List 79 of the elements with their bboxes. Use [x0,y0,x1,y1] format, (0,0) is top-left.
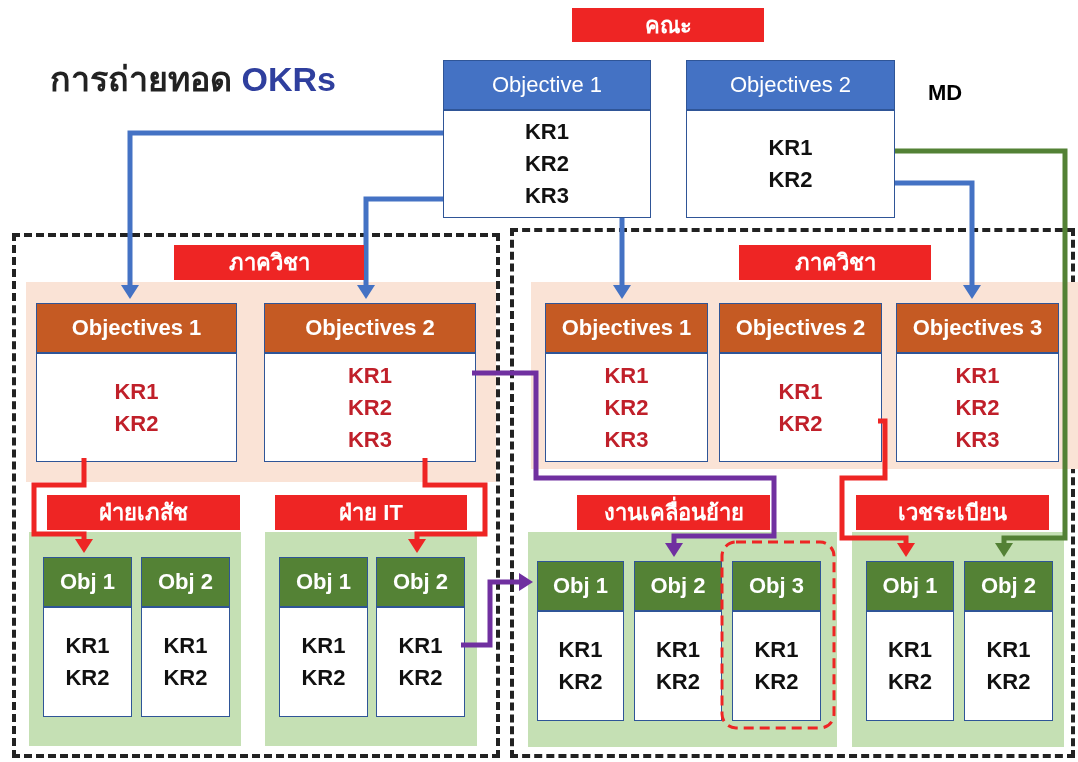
objective-header: Obj 1 [43,557,132,607]
key-result-label: KR2 [986,668,1031,696]
key-result-label: KR2 [768,166,813,194]
key-result-label: KR2 [955,393,1000,422]
key-result-label: KR1 [604,361,649,390]
objective-header: Obj 2 [376,557,465,607]
key-result-label: KR2 [525,150,569,178]
key-result-label: KR1 [65,632,110,660]
connector-arrow [357,196,443,299]
page-title: การถ่ายทอด OKRs [50,59,336,100]
objective-header: Obj 1 [537,561,624,611]
key-result-label: KR2 [656,668,700,696]
connector-arrow [31,458,93,553]
key-result-label: KR2 [163,664,208,692]
objective-header: Obj 2 [141,557,230,607]
objective-header: Objectives 3 [896,303,1059,353]
objective-header: Objectives 2 [686,60,895,110]
connector-arrow [408,458,488,553]
objective-header: Obj 2 [964,561,1053,611]
connector-arrow [472,370,777,557]
key-result-label: KR2 [778,409,823,438]
objective-header: Objectives 2 [719,303,882,353]
panel-background [265,532,477,746]
objective-header: Objectives 1 [36,303,237,353]
connector-arrow [895,148,1068,557]
section-banner: งานเคลื่อนย้าย [577,495,770,530]
key-result-label: KR2 [604,393,649,422]
key-result-label: KR1 [955,361,1000,390]
key-result-label: KR2 [65,664,110,692]
key-result-label: KR1 [768,134,813,162]
connector-arrow [461,573,533,648]
key-result-label: KR1 [301,632,346,660]
objective-header: Objectives 2 [264,303,476,353]
objective-header: Obj 1 [279,557,368,607]
section-banner: ฝ่ายเภสัช [47,495,240,530]
section-banner: คณะ [572,8,764,42]
panel-background [852,532,1064,747]
key-result-label: KR1 [114,377,159,406]
objective-header: Obj 2 [634,561,722,611]
key-result-label: KR1 [525,118,569,146]
key-result-label: KR2 [888,668,932,696]
key-result-label: KR3 [955,425,1000,454]
section-banner: เวชระเบียน [856,495,1049,530]
objective-header: Obj 3 [732,561,821,611]
key-result-label: KR1 [656,636,700,664]
panel-background [26,282,496,482]
key-result-label: KR1 [163,632,208,660]
connector-arrow [895,180,981,299]
key-result-label: KR1 [558,636,603,664]
key-result-label: KR2 [301,664,346,692]
connector-arrow [613,218,631,299]
key-result-label: KR3 [525,182,569,210]
key-result-label: KR2 [558,668,603,696]
key-result-label: KR2 [114,409,159,438]
objective-header: Obj 1 [866,561,954,611]
connector-arrow [839,418,915,557]
key-result-label: KR3 [604,425,649,454]
key-result-label: KR1 [754,636,799,664]
section-banner: ภาควิชา [174,245,364,280]
section-banner: ฝ่าย IT [275,495,467,530]
panel-background [528,532,837,747]
connector-arrow [121,130,443,299]
dashed-group-box [12,233,500,758]
key-result-label: KR2 [398,664,443,692]
dashed-group-box [510,228,1075,758]
panel-background [29,532,241,746]
key-result-label: KR1 [888,636,932,664]
panel-background [531,282,1078,469]
key-result-label: KR1 [348,361,392,390]
key-result-label: KR1 [778,377,823,406]
key-result-label: KR2 [348,393,392,422]
objective-header: Objectives 1 [545,303,708,353]
role-label: MD [928,80,963,106]
key-result-label: KR1 [398,632,443,660]
objective-header: Objective 1 [443,60,651,110]
key-result-label: KR1 [986,636,1031,664]
key-result-label: KR3 [348,425,392,454]
section-banner: ภาควิชา [739,245,931,280]
key-result-label: KR2 [754,668,799,696]
